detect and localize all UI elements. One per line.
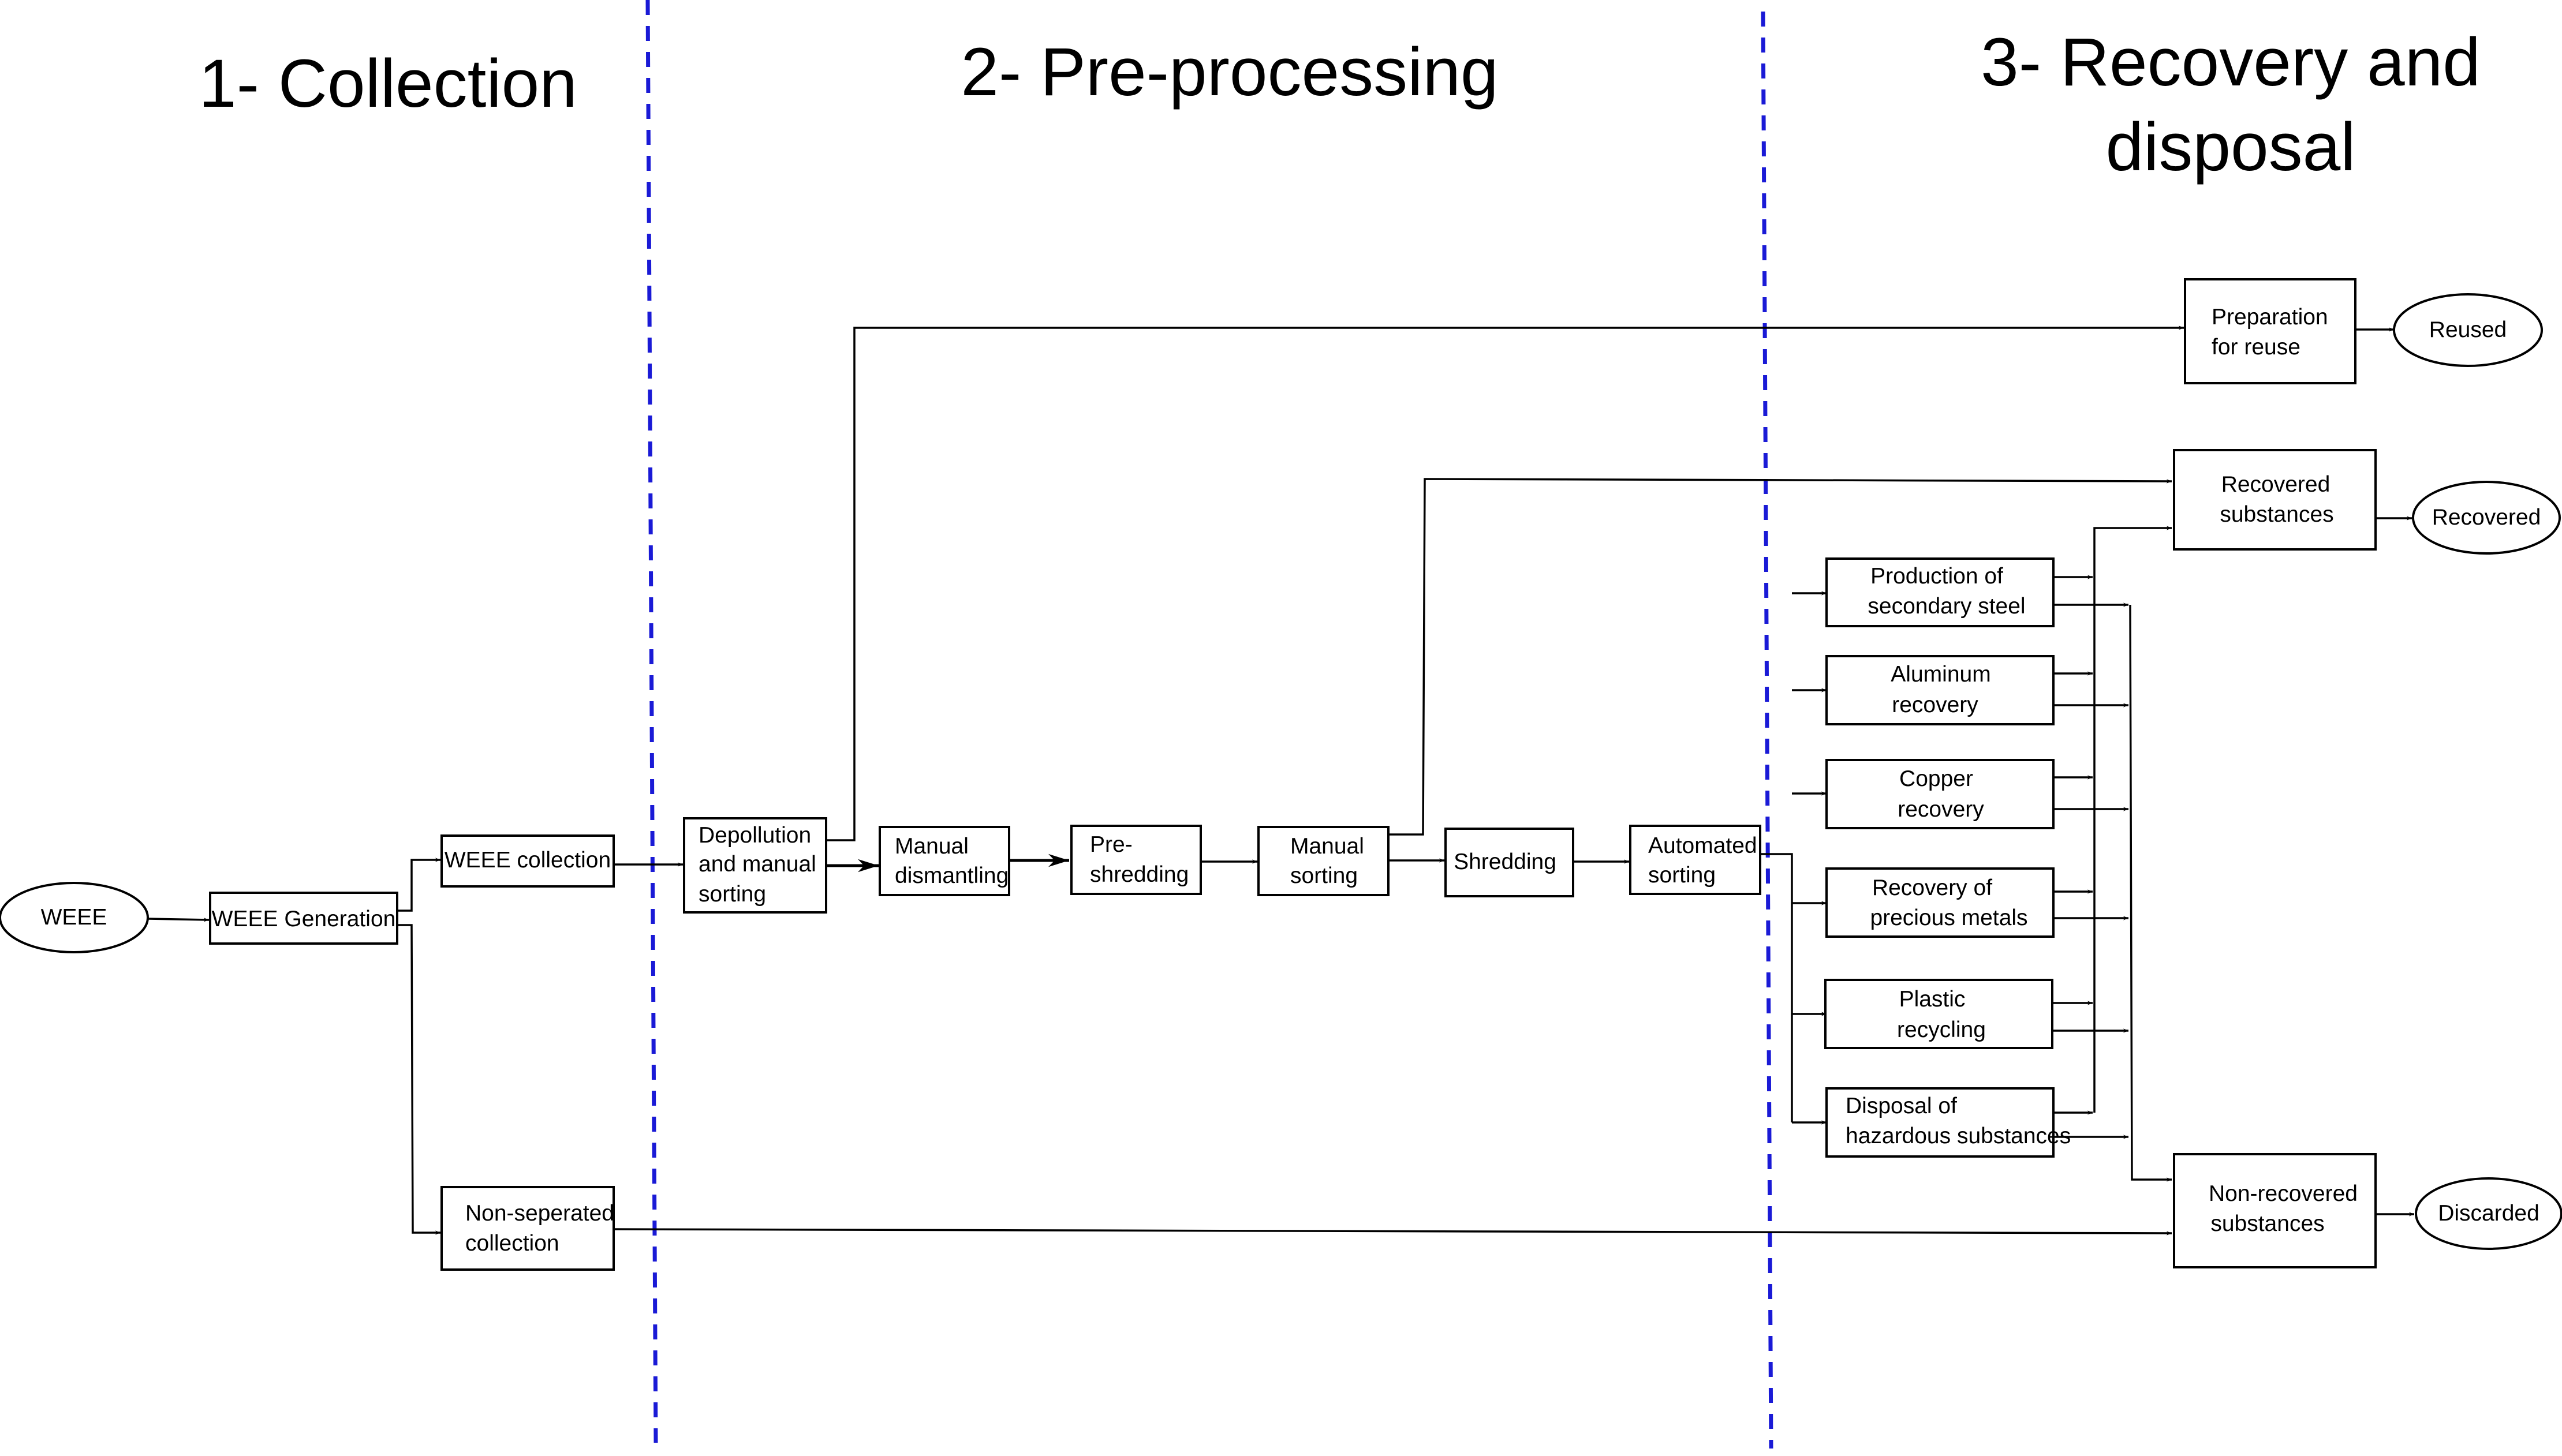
node-aluminum-recovery: Aluminum recovery (1825, 655, 2055, 725)
connector-generation-to-non-separated (397, 924, 440, 1235)
node-hazardous-disposal: Disposal of hazardous substances (1825, 1087, 2071, 1158)
node-copper-recovery-label-line1: Copper (1899, 766, 1973, 791)
node-plastic-recycling: Plastic recycling (1824, 979, 2053, 1049)
node-non-separated-collection: Non-seperated collection (440, 1186, 615, 1271)
connector-depollution-to-prep-reuse (826, 325, 2184, 841)
node-pre-shredding: Pre- shredding (1070, 825, 1202, 895)
node-weee: WEEE (0, 882, 149, 953)
connector-manual-sorting-to-recovered-substances (1388, 478, 2172, 836)
phase-title-recovery-line1: 3- Recovery and (1981, 24, 2481, 100)
node-manual-sorting: Manual sorting (1257, 826, 1390, 896)
node-copper-recovery: Copper recovery (1825, 759, 2055, 829)
node-pre-shredding-label-line2: shredding (1090, 862, 1189, 887)
node-automated-sorting: Automated sorting (1629, 825, 1761, 895)
node-hazardous-disposal-label-line2: hazardous substances (1846, 1124, 2071, 1148)
node-shredding: Shredding (1444, 828, 1574, 897)
node-discarded: Discarded (2415, 1177, 2562, 1250)
node-secondary-steel: Production of secondary steel (1825, 557, 2055, 627)
node-recovered: Recovered (2412, 481, 2561, 555)
node-precious-metals: Recovery of precious metals (1825, 867, 2055, 938)
node-recovered-substances: Recovered substances (2173, 449, 2377, 551)
node-weee-generation: WEEE Generation (209, 892, 398, 945)
node-preparation-for-reuse: Preparation for reuse (2184, 278, 2356, 384)
node-shredding-label: Shredding (1454, 849, 1556, 874)
phase-title-preprocessing: 2- Pre-processing (961, 34, 1498, 110)
node-manual-dismantling-label-line1: Manual (895, 834, 969, 859)
phase-title-recovery-line2: disposal (2106, 109, 2356, 185)
node-manual-dismantling: Manual dismantling (879, 826, 1010, 896)
node-non-recovered-substances-label-line2: substances (2210, 1211, 2324, 1236)
node-weee-collection-label: WEEE collection (445, 848, 611, 873)
connector-generation-to-collection (397, 858, 440, 912)
node-recovered-substances-label-line2: substances (2220, 502, 2333, 527)
node-aluminum-recovery-label-line2: recovery (1892, 693, 1978, 717)
node-automated-sorting-label-line2: sorting (1648, 863, 1716, 888)
connector-recovered-collector (2093, 526, 2172, 1113)
phase-divider-1 (645, 0, 658, 1443)
connector-non-recovered-collector (2129, 604, 2172, 1182)
connector-automated-sorting-bus (1760, 853, 1793, 1122)
node-secondary-steel-label-line2: secondary steel (1868, 594, 2025, 619)
node-manual-dismantling-label-line2: dismantling (895, 863, 1009, 888)
node-non-separated-label-line2: collection (465, 1231, 559, 1256)
node-copper-recovery-label-line2: recovery (1898, 797, 1984, 822)
node-preparation-for-reuse-label-line1: Preparation (2212, 305, 2328, 330)
node-plastic-recycling-label-line2: recycling (1897, 1017, 1986, 1042)
node-weee-collection: WEEE collection (440, 834, 615, 888)
connector-non-separated-to-non-recovered (613, 1228, 2172, 1236)
node-hazardous-disposal-label-line1: Disposal of (1846, 1094, 1957, 1118)
node-recovered-substances-label-line1: Recovered (2221, 472, 2331, 497)
connector-weee-to-generation (147, 918, 210, 922)
node-automated-sorting-label-line1: Automated (1648, 833, 1757, 858)
node-reused-label: Reused (2429, 317, 2507, 342)
node-depollution-label-line1: Depollution (699, 823, 811, 848)
node-depollution-label-line2: and manual (699, 852, 816, 877)
node-aluminum-recovery-label-line1: Aluminum (1891, 662, 1990, 687)
node-precious-metals-label-line2: precious metals (1870, 905, 2027, 930)
node-recovered-label: Recovered (2432, 505, 2541, 530)
node-weee-label: WEEE (41, 905, 107, 930)
node-non-recovered-substances-label-line1: Non-recovered (2209, 1181, 2358, 1206)
node-reused: Reused (2393, 293, 2543, 367)
node-manual-sorting-label-line1: Manual (1290, 834, 1364, 859)
node-discarded-label: Discarded (2438, 1201, 2539, 1226)
node-non-separated-label-line1: Non-seperated (465, 1201, 614, 1226)
connectors (147, 325, 2414, 1236)
node-depollution: Depollution and manual sorting (683, 817, 827, 914)
node-weee-generation-label: WEEE Generation (212, 907, 396, 931)
node-secondary-steel-label-line1: Production of (1870, 564, 2003, 589)
node-non-recovered-substances: Non-recovered substances (2173, 1153, 2377, 1268)
node-precious-metals-label-line1: Recovery of (1872, 875, 1992, 900)
phase-divider-2 (1761, 11, 1773, 1449)
node-plastic-recycling-label-line1: Plastic (1899, 987, 1966, 1012)
node-manual-sorting-label-line2: sorting (1290, 863, 1358, 888)
node-preparation-for-reuse-label-line2: for reuse (2212, 335, 2300, 360)
node-depollution-label-line3: sorting (699, 882, 766, 907)
phase-title-collection: 1- Collection (199, 46, 577, 122)
node-pre-shredding-label-line1: Pre- (1090, 832, 1133, 857)
